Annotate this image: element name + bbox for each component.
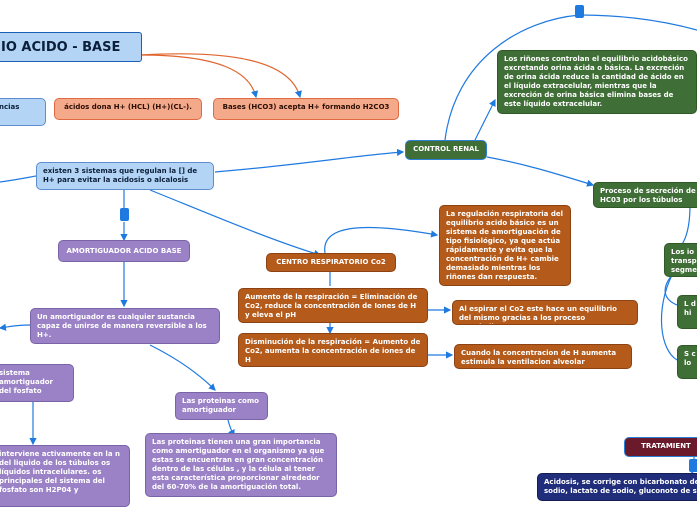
link-title-bases [139,53,302,99]
link-renal-hco3 [486,156,595,187]
node-respiration-increase[interactable]: Aumento de la respiración = Eliminación … [238,288,428,323]
node-respiratory-center[interactable]: CENTRO RESPIRATORIO Co2 [266,253,396,272]
link-right-branch-2 [660,274,678,361]
link-renal-top [444,14,581,141]
node-acidosis[interactable]: Acidosis, se corrige con bicarbonato de … [537,473,697,501]
central-topic[interactable]: IO ACIDO - BASE [0,32,142,62]
node-buffer-definition[interactable]: Un amortiguador es cualquier sustancia c… [30,308,220,344]
link-renal-kidneys [474,98,496,141]
node-exhale-co2[interactable]: Al espirar el Co2 este hace un equilibri… [452,300,638,325]
link-left-systems [0,175,37,183]
link-right-branch-1 [664,274,678,306]
node-acids[interactable]: ácidos dona H+ (HCL) (H+)(CL-). [54,98,202,120]
collapse-handle-top[interactable] [575,5,584,18]
link-def-proteins [149,344,216,391]
node-treatment[interactable]: TRATAMIENT [624,437,697,457]
node-hco3-secretion[interactable]: Proceso de secreción de HC03 por los túb… [593,182,697,208]
collapse-handle-treatment[interactable] [689,459,697,472]
node-respiratory-regulation[interactable]: La regulación respiratoria del equilibri… [439,205,571,286]
node-buffer-header[interactable]: AMORTIGUADOR ACIDO BASE [58,240,190,262]
node-green-right-1[interactable]: Los io transp segme [664,243,697,277]
collapse-handle-systems[interactable] [120,208,129,221]
link-systems-renal [214,148,405,173]
node-renal-control[interactable]: CONTROL RENAL [405,140,487,160]
node-bases[interactable]: Bases (HCO3) acepta H+ formando H2CO3 [213,98,399,120]
node-respiration-decrease[interactable]: Disminución de la respiración = Aumento … [238,333,428,367]
node-h-increase[interactable]: Cuando la concentracion de H aumenta est… [454,344,632,369]
node-kidneys[interactable]: Los riñones controlan el equilibrio acid… [497,50,697,114]
node-proteins[interactable]: Las proteinas como amortiguador [175,392,268,420]
link-resp-reg [324,226,439,254]
link-top-right [579,14,697,31]
link-title-acids [139,54,259,99]
node-phosphate-system[interactable]: sistema amortiguador del fosfato [0,364,74,402]
node-green-right-2[interactable]: L d hi [677,295,697,329]
node-three-systems[interactable]: existen 3 sistemas que regulan la [] de … [36,162,214,190]
link-def-phosphate [0,323,31,331]
node-green-right-3[interactable]: S c lo [677,345,697,379]
node-phosphate-detail[interactable]: interviene activamente en la n del liqui… [0,445,130,507]
node-left-blue[interactable]: ncias [0,98,46,126]
link-systems-resp [149,189,322,257]
node-proteins-detail[interactable]: Las proteinas tienen una gran importanci… [145,433,337,497]
